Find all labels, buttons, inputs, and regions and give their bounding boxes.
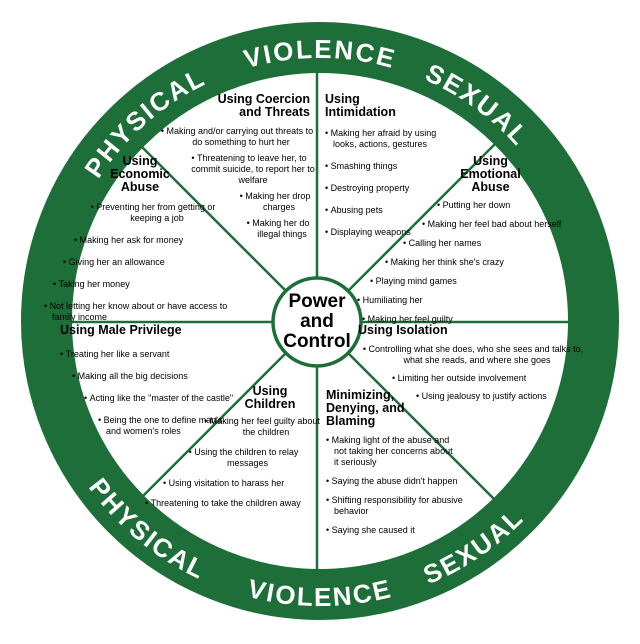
list-item: Making her ask for money [74, 235, 262, 246]
list-item: Calling her names [403, 238, 590, 249]
sector-economic-abuse: Using Economic Abuse Preventing her from… [40, 155, 262, 334]
list-item: Making her drop charges [232, 191, 318, 213]
list-item: Giving her an allowance [63, 257, 262, 268]
list-item: Humiliating her [357, 295, 590, 306]
sector-bullet-list: Making her afraid by using looks, action… [325, 128, 470, 238]
list-item: Controlling what she does, who she sees … [358, 344, 588, 366]
list-item: Not letting her know about or have acces… [44, 301, 230, 323]
sector-bullet-list: Treating her like a servant Making all t… [60, 349, 265, 437]
sector-isolation: Using Isolation Controlling what she doe… [358, 324, 593, 409]
sector-bullet-list: Making her feel guilty about the childre… [115, 416, 320, 509]
list-item: Saying the abuse didn't happen [326, 476, 511, 487]
sector-title: Using Intimidation [325, 92, 396, 119]
list-item: Acting like the "master of the castle" [84, 393, 265, 404]
sector-intimidation: Using Intimidation Making her afraid by … [325, 93, 470, 249]
list-item: Saying she caused it [326, 525, 511, 536]
sector-minimizing-denying-blaming: Minimizing, Denying, and Blaming Making … [326, 389, 511, 544]
list-item: Making light of the abuse and not taking… [326, 435, 458, 468]
list-item: Making and/or carrying out threats to do… [156, 126, 318, 148]
list-item: Using jealousy to justify actions [416, 391, 593, 402]
list-item: Putting her down [437, 200, 590, 211]
list-item: Making her feel guilty about the childre… [203, 416, 321, 438]
list-item: Making her think she's crazy [385, 257, 590, 268]
list-item: Preventing her from getting or keeping a… [88, 202, 218, 224]
list-item: Using the children to relay messages [177, 447, 310, 469]
list-item: Making her feel bad about herself [422, 219, 590, 230]
sector-title: Using Isolation [358, 323, 448, 337]
sector-title: Using Economic Abuse [110, 154, 170, 194]
sector-coercion-threats: Using Coercion and Threats Making and/or… [148, 92, 315, 245]
sector-title: Minimizing, Denying, and Blaming [326, 388, 405, 428]
sector-bullet-list: Preventing her from getting or keeping a… [40, 202, 262, 323]
list-item: Destroying property [325, 183, 455, 194]
list-item: Abusing pets [325, 205, 455, 216]
sector-title: Using Male Privilege [60, 323, 182, 337]
sector-male-privilege: Using Male Privilege Treating her like a… [60, 324, 265, 448]
sector-emotional-abuse: Using Emotional Abuse Putting her down M… [352, 155, 590, 333]
list-item: Making all the big decisions [72, 371, 265, 382]
list-item: Being the one to define man's and women'… [98, 415, 236, 437]
list-item: Smashing things [325, 161, 455, 172]
list-item: Making her do illegal things [238, 218, 318, 240]
sector-bullet-list: Making and/or carrying out threats to do… [148, 126, 315, 240]
sector-bullet-list: Putting her down Making her feel bad abo… [352, 200, 590, 325]
list-item: Treating her like a servant [60, 349, 265, 360]
sector-bullet-list: Making light of the abuse and not taking… [326, 435, 511, 536]
hub-circle [271, 276, 363, 368]
list-item: Threatening to leave her, to commit suic… [180, 153, 318, 186]
list-item: Playing mind games [370, 276, 590, 287]
sector-title: Using Emotional Abuse [460, 154, 521, 194]
list-item: Making her feel guilty [362, 314, 590, 325]
list-item: Threatening to take the children away [145, 498, 315, 509]
list-item: Shifting responsibility for abusive beha… [326, 495, 489, 517]
list-item: Taking her money [53, 279, 262, 290]
list-item: Displaying weapons [325, 227, 455, 238]
sector-bullet-list: Controlling what she does, who she sees … [358, 344, 593, 402]
sector-title: Using Coercion and Threats [217, 92, 310, 119]
list-item: Using visitation to harass her [163, 478, 315, 489]
hub-label: Power and Control [283, 291, 351, 352]
list-item: Making her afraid by using looks, action… [325, 128, 455, 150]
list-item: Limiting her outside involvement [392, 373, 593, 384]
